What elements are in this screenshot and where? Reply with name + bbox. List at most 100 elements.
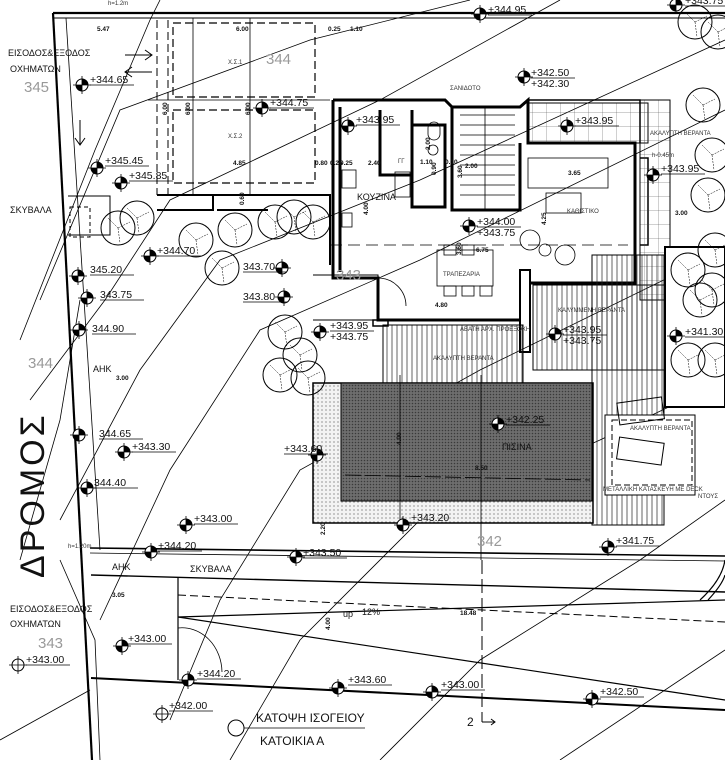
shower-label: ΝΤΟΥΣ (698, 494, 718, 500)
spot-level-value: +343.75 (685, 0, 723, 7)
dimension-label: 3.00 (116, 375, 129, 382)
spot-level-icon (115, 443, 133, 461)
spot-level-value: +343.95 (661, 163, 699, 175)
tree-icon (100, 210, 136, 246)
spot-level-icon (275, 288, 293, 306)
spot-level-icon (179, 671, 197, 689)
dimension-label: 6.00 (245, 102, 252, 115)
tree-icon (119, 200, 155, 236)
spot-level-icon (489, 415, 507, 433)
site-boundary (51, 11, 725, 760)
spot-level-value: +343.60 (348, 674, 386, 686)
ramp-label: up (343, 609, 353, 619)
swimming-pool (312, 375, 594, 560)
spot-level-value: +343.95 (575, 115, 613, 127)
tree-icon (257, 204, 293, 240)
spot-level-icon (113, 637, 131, 655)
spot-level-icon (112, 174, 130, 192)
tree-icon (694, 137, 725, 173)
tree-icon (690, 177, 725, 213)
spot-level-icon (69, 267, 87, 285)
ramp-slope: 12% (362, 607, 380, 617)
dimension-label: 0.60 (239, 192, 246, 205)
spot-level-value: +343.75 (330, 331, 368, 343)
plan-labels: ΕΙΣΟΔΟΣ&ΕΞΟΔΟΣ ΟΧΗΜΑΤΩΝ ΣΚΥΒΑΛΑ ΑΗΚ ΑΗΚ … (8, 1, 718, 629)
elevation-labels: +344.95+343.75+344.65+344.75+345.45+345.… (26, 0, 725, 712)
spot-level-icon (253, 99, 271, 117)
spot-level-value: 343.70 (243, 261, 275, 273)
spot-level-icon (141, 247, 159, 265)
spot-level-value: 344.40 (94, 477, 126, 489)
tree-icon (295, 204, 331, 240)
dimension-label: 6.00 (185, 102, 192, 115)
dimension-label: 3.60 (456, 242, 463, 255)
verandas (382, 99, 725, 526)
elevation-markers (9, 0, 685, 723)
waste-label: ΣΚΥΒΑΛΑ (10, 205, 52, 215)
spot-level-icon (394, 516, 412, 534)
spot-level-icon (471, 5, 489, 23)
entrance-label: ΟΧΗΜΑΤΩΝ (10, 619, 61, 629)
spot-level-value: +345.85 (129, 170, 167, 182)
entrance-label: ΟΧΗΜΑΤΩΝ (10, 64, 61, 74)
spot-level-icon (177, 516, 195, 534)
spot-level-icon (644, 166, 662, 184)
tree-icon (682, 282, 718, 318)
spot-level-value: 344.65 (99, 428, 131, 440)
spot-level-icon (308, 446, 326, 464)
spot-level-icon (142, 543, 160, 561)
tree-icon (290, 360, 326, 396)
spot-level-value: +345.45 (105, 155, 143, 167)
dimension-label: 3.65 (568, 170, 581, 177)
contour-number: 344 (266, 51, 291, 68)
tree-icon (262, 357, 298, 393)
spot-level-value: +344.20 (197, 668, 235, 680)
spot-level-icon (546, 325, 564, 343)
spot-level-value: +341.75 (616, 535, 654, 547)
dimension-label: 4.00 (396, 432, 403, 445)
veranda-label: ΑΚΑΛΥΠΤΗ ΒΕΡΑΝΤΑ (650, 131, 711, 137)
pool-label: ΠΙΣΙΝΑ (502, 442, 532, 452)
spot-level-icon (667, 327, 685, 345)
dimension-label: 0.80 (315, 160, 328, 167)
tree-icon (670, 252, 706, 288)
dimension-label: 6.00 (162, 102, 169, 115)
spot-level-icon (460, 217, 478, 235)
title-circle-icon (227, 719, 245, 737)
projection-label: ΑΒΑΤΗ ΑΡΧ. ΠΡΟΕΞΟΧΗ (460, 327, 530, 333)
dimension-label: 0.25 (328, 26, 341, 33)
room-label-landing: ΣΑΝΙΔΟΤΟ (450, 86, 481, 92)
spot-level-icon (78, 289, 96, 307)
spot-level-value: +342.30 (531, 78, 569, 90)
dimension-label: 8.50 (475, 465, 488, 472)
spot-level-value: 343.75 (100, 289, 132, 301)
tree-icon (685, 87, 721, 123)
spot-level-icon (667, 0, 685, 14)
tree-icon (697, 232, 725, 268)
contour-number: 342 (477, 533, 502, 550)
spot-level-value: +344.20 (158, 540, 196, 552)
parking-area (68, 18, 331, 265)
interior-details (330, 107, 628, 297)
tree-icon (700, 14, 725, 50)
room-label-wc: ΓΓ (398, 159, 405, 165)
spot-level-value: +344.65 (90, 74, 128, 86)
spot-level-value: +343.00 (441, 679, 479, 691)
spot-level-icon (273, 259, 291, 277)
spot-level-value: +342.50 (531, 67, 569, 79)
dimension-label: 4.00 (325, 617, 332, 630)
spot-level-value: 345.20 (90, 264, 122, 276)
spot-level-value: +343.95 (356, 114, 394, 126)
drawing-title: ΚΑΤΟΨΗ ΙΣΟΓΕΙΟΥ (256, 711, 365, 725)
spot-level-value: +341.30 (685, 326, 723, 338)
tree-icon (267, 314, 303, 350)
spot-level-value: +343.50 (303, 547, 341, 559)
spot-level-value: +344.00 (477, 216, 515, 228)
spot-level-icon (599, 538, 617, 556)
spot-level-icon (583, 690, 601, 708)
spot-level-value: +343.95 (563, 324, 601, 336)
tree-icon (697, 342, 725, 378)
spot-level-value: +344.70 (157, 245, 195, 257)
